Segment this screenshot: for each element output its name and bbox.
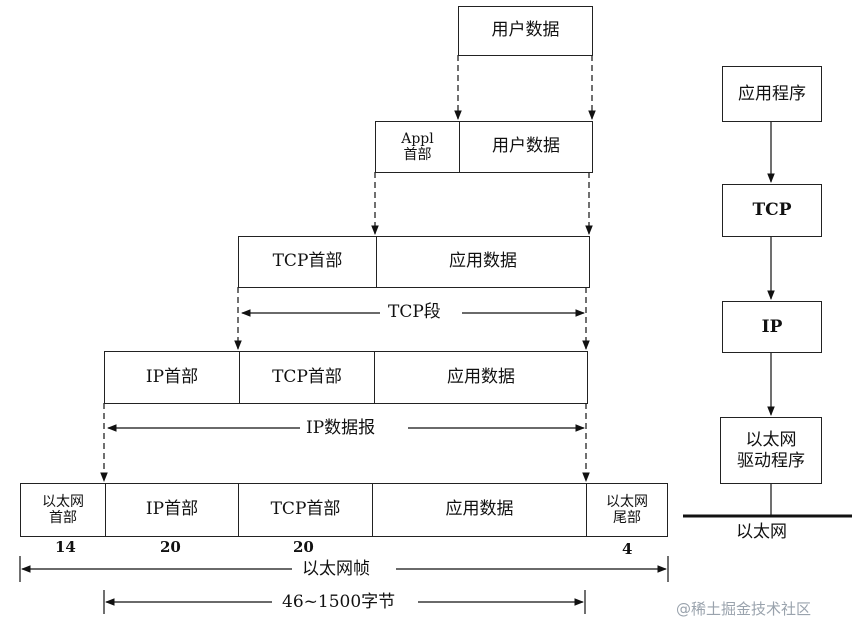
payload-range-label: 46~1500字节 [276, 592, 402, 612]
app-data-cell: 应用数据 [374, 352, 587, 403]
ip-header-cell: IP首部 [105, 484, 238, 536]
tcp-header-cell: TCP首部 [238, 484, 372, 536]
stack-ip: IP [722, 301, 822, 353]
appl-header-cell: Appl 首部 [401, 130, 434, 163]
size-ip-header: 20 [160, 538, 181, 556]
user-data-cell: 用户数据 [491, 20, 560, 41]
row4-ip-datagram: IP首部 TCP首部 应用数据 [104, 351, 588, 404]
row2-appl-packet: Appl 首部 用户数据 [375, 121, 593, 173]
ethernet-frame-label: 以太网帧 [296, 559, 376, 579]
size-eth-header: 14 [55, 538, 76, 556]
ip-header-cell: IP首部 [145, 366, 199, 387]
app-data-cell: 应用数据 [372, 484, 586, 536]
tcp-header-cell: TCP首部 [239, 352, 374, 403]
row5-ethernet-frame: 以太网 首部 IP首部 TCP首部 应用数据 以太网 尾部 [20, 483, 668, 537]
ethernet-trailer-cell: 以太网 尾部 [586, 484, 667, 536]
size-eth-trailer: 4 [622, 540, 633, 558]
size-tcp-header: 20 [293, 538, 314, 556]
user-data-cell: 用户数据 [459, 122, 592, 172]
ethernet-medium-label: 以太网 [736, 522, 787, 542]
stack-ethernet-driver: 以太网 驱动程序 [720, 417, 822, 484]
watermark: @稀土掘金技术社区 [676, 600, 812, 618]
ethernet-header-cell: 以太网 首部 [42, 493, 84, 526]
row1-user-data: 用户数据 [458, 6, 593, 56]
tcp-segment-label: TCP段 [382, 302, 447, 322]
stack-application: 应用程序 [722, 66, 822, 122]
app-data-cell: 应用数据 [376, 237, 589, 287]
row3-tcp-segment: TCP首部 应用数据 [238, 236, 590, 288]
stack-tcp: TCP [722, 184, 822, 237]
ip-datagram-label: IP数据报 [300, 418, 382, 438]
tcp-header-cell: TCP首部 [272, 251, 343, 272]
